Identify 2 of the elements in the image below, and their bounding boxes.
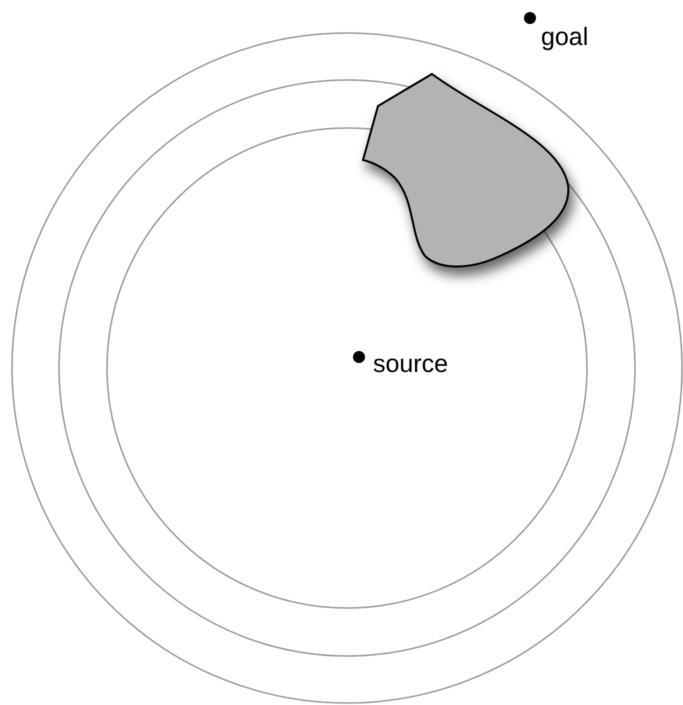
point-label: goal xyxy=(541,25,588,50)
point-label: source xyxy=(373,352,448,377)
